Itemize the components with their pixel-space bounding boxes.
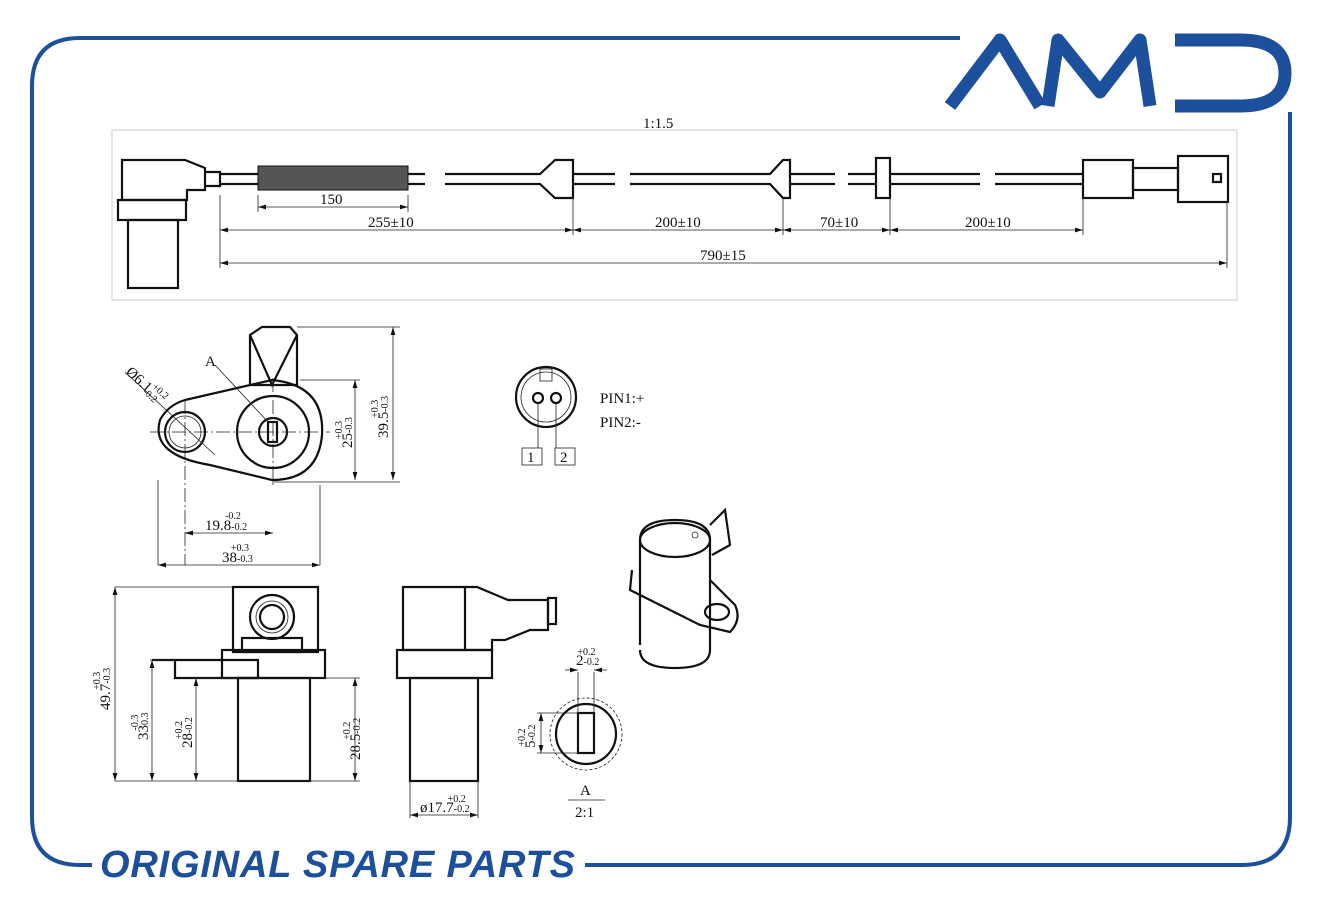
- cable-view-panel: [111, 129, 1238, 301]
- detail-a-label: A: [580, 783, 591, 799]
- pin1-label: PIN1:+: [600, 391, 644, 407]
- dim-sensor-length-2: 28.5-0.2+0.2: [342, 718, 364, 760]
- side-view: [395, 585, 558, 818]
- dim-seg2: 200±10: [655, 215, 701, 231]
- dim-seg3: 70±10: [820, 215, 858, 231]
- cable-drawing: [116, 154, 1230, 290]
- front-view: [112, 585, 360, 783]
- detail-a-callout: A: [205, 354, 216, 370]
- isometric-view: [628, 507, 739, 670]
- dim-body-height: 25-0.3+0.3: [334, 417, 356, 448]
- dim-slot-height: 5-0.2+0.2: [517, 725, 539, 748]
- dim-seg1: 255±10: [368, 215, 414, 231]
- connector-pinout: [514, 365, 578, 466]
- dim-slot-width: 2-0.2+0.2: [576, 647, 599, 669]
- dim-sleeve: 150: [320, 192, 343, 208]
- dim-front-total-height: 49.7-0.3+0.3: [92, 668, 114, 710]
- dim-diameter: ø17.7-0.2+0.2: [420, 794, 470, 816]
- cable-dimensions: [219, 195, 1228, 268]
- dim-seg4: 200±10: [965, 215, 1011, 231]
- pin-2-number: 2: [560, 450, 568, 466]
- amd-logo: [944, 33, 1292, 113]
- dim-total-width: 38-0.3+0.3: [222, 543, 253, 566]
- cable-scale: 1:1.5: [643, 116, 673, 132]
- dim-flange-height: 330.3-0.3: [130, 713, 152, 741]
- dim-center-distance: 19.8-0.2-0.2: [205, 511, 247, 534]
- dim-hole-dia: Ø6.1+0.2-0.2: [121, 362, 171, 410]
- sheet-border: [30, 36, 1292, 867]
- dim-total: 790±15: [700, 248, 746, 264]
- dim-sensor-length: 28-0.2+0.2: [174, 717, 196, 748]
- detail-a-scale: 2:1: [575, 805, 594, 821]
- top-view: [124, 325, 400, 568]
- detail-a-view: [537, 667, 623, 801]
- pin2-label: PIN2:-: [600, 415, 641, 431]
- slogan: ORIGINAL SPARE PARTS: [100, 844, 575, 886]
- pin-1-number: 1: [527, 450, 535, 466]
- dim-total-height: 39.5-0.3+0.3: [370, 396, 392, 438]
